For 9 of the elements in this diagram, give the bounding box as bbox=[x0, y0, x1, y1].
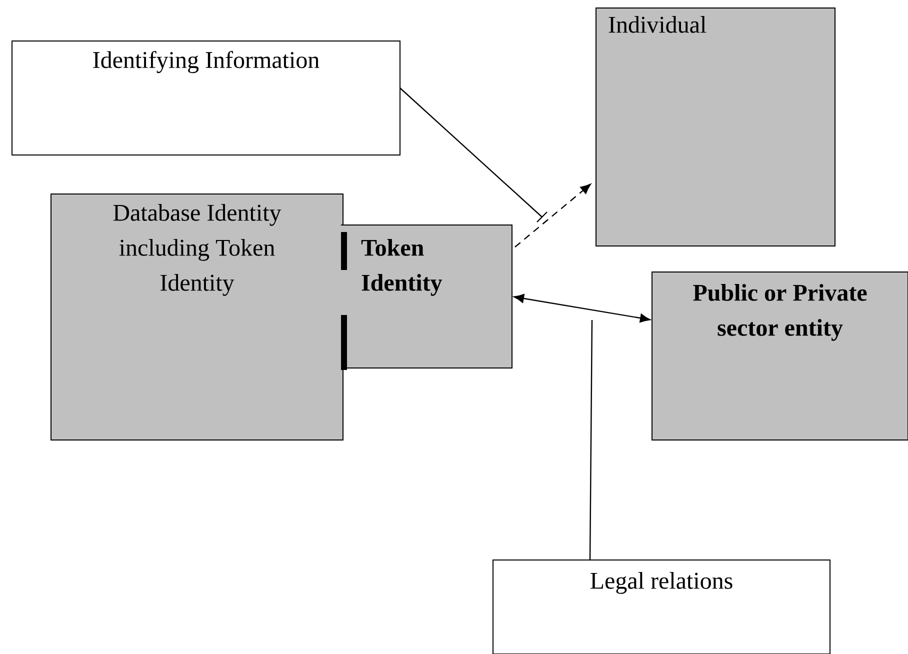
leader-line bbox=[399, 87, 548, 223]
text-box: Legal relations bbox=[492, 560, 830, 654]
leader-line bbox=[589, 320, 593, 560]
entity-box: Public or Private sector entity bbox=[652, 272, 908, 440]
text-box: Identifying Information bbox=[12, 40, 400, 156]
arrow bbox=[514, 184, 591, 248]
arrow bbox=[514, 294, 650, 323]
entity-box: Individual bbox=[596, 8, 836, 246]
entity-box: Token Identity bbox=[340, 224, 512, 368]
